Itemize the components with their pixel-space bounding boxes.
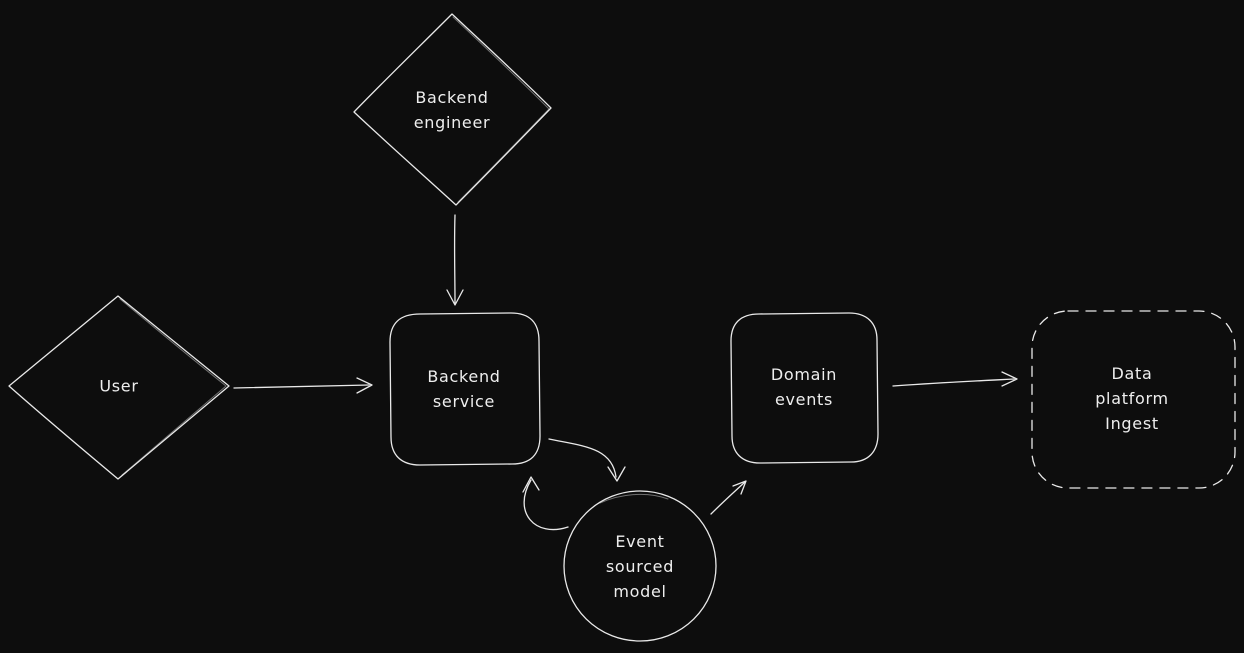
user-node[interactable] (8, 295, 230, 480)
backend-service-node[interactable] (389, 312, 541, 466)
arrow-event-sourced-model-to-domain-events[interactable] (710, 480, 747, 515)
arrow-event-sourced-model-to-backend-service[interactable] (522, 476, 569, 531)
user-node-sketch (119, 298, 227, 476)
arrow-domain-events-to-data-platform-ingest[interactable] (892, 371, 1018, 387)
arrow-backend-engineer-to-backend-service[interactable] (446, 214, 464, 306)
data-platform-ingest-node[interactable] (1031, 310, 1236, 489)
arrow-user-to-backend-service[interactable] (233, 377, 373, 394)
event-sourced-model-node-sketch (599, 493, 669, 504)
arrow-backend-service-to-event-sourced-model[interactable] (548, 438, 626, 482)
domain-events-node[interactable] (730, 312, 879, 464)
backend-engineer-node[interactable] (353, 13, 552, 206)
event-sourced-model-node[interactable] (563, 490, 717, 642)
backend-engineer-node-sketch (452, 16, 550, 203)
